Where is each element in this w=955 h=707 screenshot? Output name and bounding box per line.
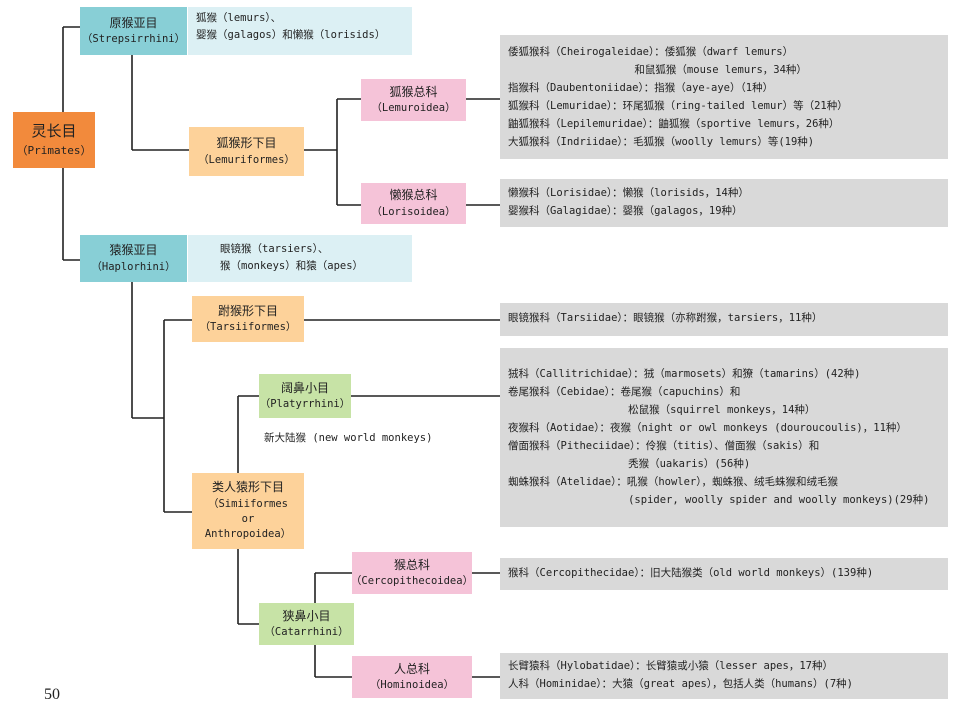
haplorhini-note: 眼镜猴（tarsiers）、 猴（monkeys）和猿（apes） bbox=[188, 235, 412, 282]
hominoidea-families: 长臂猿科（Hylobatidae）：长臂猿或小猿（lesser apes，17种… bbox=[500, 653, 948, 699]
node-platyrrhini: 阔鼻小目 （Platyrrhini） bbox=[259, 374, 351, 418]
node-catarrhini: 狭鼻小目 （Catarrhini） bbox=[259, 603, 354, 645]
tarsiiformes-families: 眼镜猴科（Tarsiidae）：眼镜猴（亦称跗猴，tarsiers，11种） bbox=[500, 303, 948, 336]
node-simiiformes: 类人猿形下目 （Simiiformes or Anthropoidea） bbox=[192, 473, 304, 549]
node-lemuroidea-title: 狐猴总科 bbox=[389, 84, 438, 99]
node-primates-title: 灵长目 bbox=[31, 122, 77, 141]
node-lorisoidea: 懒猴总科 （Lorisoidea） bbox=[361, 183, 466, 224]
node-tarsiiformes: 跗猴形下目 （Tarsiiformes） bbox=[192, 296, 304, 342]
node-strepsirrhini-latin: （Strepsirrhini） bbox=[81, 33, 186, 46]
node-hominoidea-title: 人总科 bbox=[393, 661, 430, 676]
node-lorisoidea-latin: （Lorisoidea） bbox=[371, 205, 456, 218]
node-catarrhini-title: 狭鼻小目 bbox=[282, 608, 331, 623]
node-simiiformes-title: 类人猿形下目 bbox=[211, 480, 284, 495]
node-lemuroidea-latin: （Lemuroidea） bbox=[371, 102, 456, 115]
node-strepsirrhini-title: 原猴亚目 bbox=[109, 15, 158, 30]
node-cercopithecoidea-latin: （Cercopithecoidea） bbox=[350, 575, 474, 588]
node-platyrrhini-title: 阔鼻小目 bbox=[280, 380, 329, 395]
node-lemuriformes-title: 狐猴形下目 bbox=[216, 136, 277, 151]
node-primates: 灵长目 （Primates） bbox=[13, 112, 95, 168]
node-simiiformes-latin-1: （Simiiformes bbox=[207, 497, 289, 510]
node-platyrrhini-latin: （Platyrrhini） bbox=[259, 398, 351, 411]
node-lemuriformes-latin: （Lemuriformes） bbox=[198, 153, 295, 166]
node-strepsirrhini: 原猴亚目 （Strepsirrhini） bbox=[80, 7, 187, 55]
node-haplorhini-title: 猿猴亚目 bbox=[109, 243, 158, 258]
node-tarsiiformes-title: 跗猴形下目 bbox=[217, 303, 278, 318]
node-lemuroidea: 狐猴总科 （Lemuroidea） bbox=[361, 79, 466, 121]
node-lorisoidea-title: 懒猴总科 bbox=[389, 188, 438, 203]
node-haplorhini: 猿猴亚目 （Haplorhini） bbox=[80, 235, 187, 282]
strepsirrhini-note: 狐猴（lemurs）、 婴猴（galagos）和懒猴（lorisids） bbox=[188, 7, 412, 55]
node-simiiformes-latin-2: or bbox=[241, 513, 255, 526]
node-hominoidea: 人总科 （Hominoidea） bbox=[352, 656, 472, 698]
node-simiiformes-latin-3: Anthropoidea） bbox=[204, 528, 292, 541]
node-tarsiiformes-latin: （Tarsiiformes） bbox=[199, 321, 297, 334]
lorisoidea-families: 懒猴科（Lorisidae）：懒猴（lorisids，14种） 婴猴科（Gala… bbox=[500, 179, 948, 227]
node-primates-latin: （Primates） bbox=[16, 143, 92, 157]
platyrrhini-note: 新大陆猴 (new world monkeys) bbox=[264, 432, 433, 444]
node-haplorhini-latin: （Haplorhini） bbox=[91, 260, 176, 273]
node-catarrhini-latin: （Catarrhini） bbox=[264, 626, 349, 639]
page-number: 50 bbox=[44, 686, 60, 703]
node-hominoidea-latin: （Hominoidea） bbox=[369, 679, 455, 692]
platyrrhini-families: 狨科（Callitrichidae）：狨（marmosets）和獠（tamari… bbox=[500, 348, 948, 527]
lemuroidea-families: 倭狐猴科（Cheirogaleidae）：倭狐猴（dwarf lemurs） 和… bbox=[500, 35, 948, 159]
cercopithecoidea-families: 猴科（Cercopithecidae）：旧大陆猴类（old world monk… bbox=[500, 558, 948, 590]
node-lemuriformes: 狐猴形下目 （Lemuriformes） bbox=[189, 127, 304, 176]
node-cercopithecoidea-title: 猴总科 bbox=[393, 557, 430, 572]
node-cercopithecoidea: 猴总科 （Cercopithecoidea） bbox=[350, 552, 474, 594]
